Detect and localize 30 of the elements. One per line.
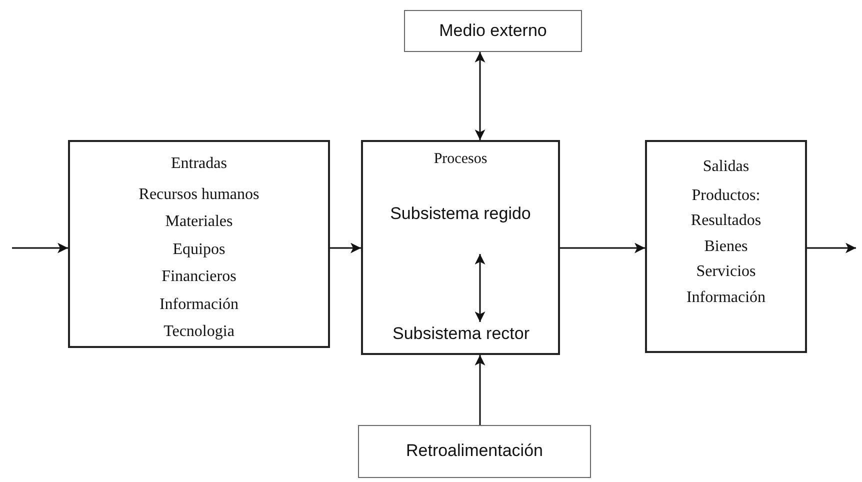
arrow — [330, 242, 361, 254]
arrow — [807, 242, 856, 254]
subsystem-label: Subsistema rector — [367, 322, 555, 346]
inputs-box — [68, 140, 330, 348]
list-item: Productos: — [690, 186, 762, 206]
arrow — [560, 242, 645, 254]
list-item: Resultados — [690, 211, 762, 231]
list-item: Equipos — [172, 240, 226, 260]
list-item: Tecnologia — [162, 322, 236, 342]
arrow — [474, 355, 486, 425]
box-label: Medio externo — [438, 20, 548, 42]
box-heading: Entradas — [170, 154, 228, 174]
list-item: Recursos humanos — [138, 184, 260, 204]
box-label: Retroalimentación — [404, 440, 544, 462]
subsystem-label: Subsistema regido — [383, 200, 538, 254]
list-item: Financieros — [160, 267, 238, 287]
environment-box — [404, 10, 582, 52]
process-box — [361, 140, 560, 355]
list-item: Materiales — [164, 212, 234, 232]
list-item: Servicios — [695, 262, 757, 282]
outputs-box — [645, 140, 807, 353]
arrow — [474, 254, 486, 322]
list-item: Bienes — [703, 236, 749, 256]
list-item: Información — [685, 288, 767, 308]
arrow — [12, 242, 68, 254]
arrow — [474, 52, 486, 140]
box-heading: Procesos — [432, 150, 488, 169]
feedback-box — [358, 425, 591, 478]
list-item: Información — [158, 294, 240, 314]
box-heading: Salidas — [702, 157, 750, 177]
